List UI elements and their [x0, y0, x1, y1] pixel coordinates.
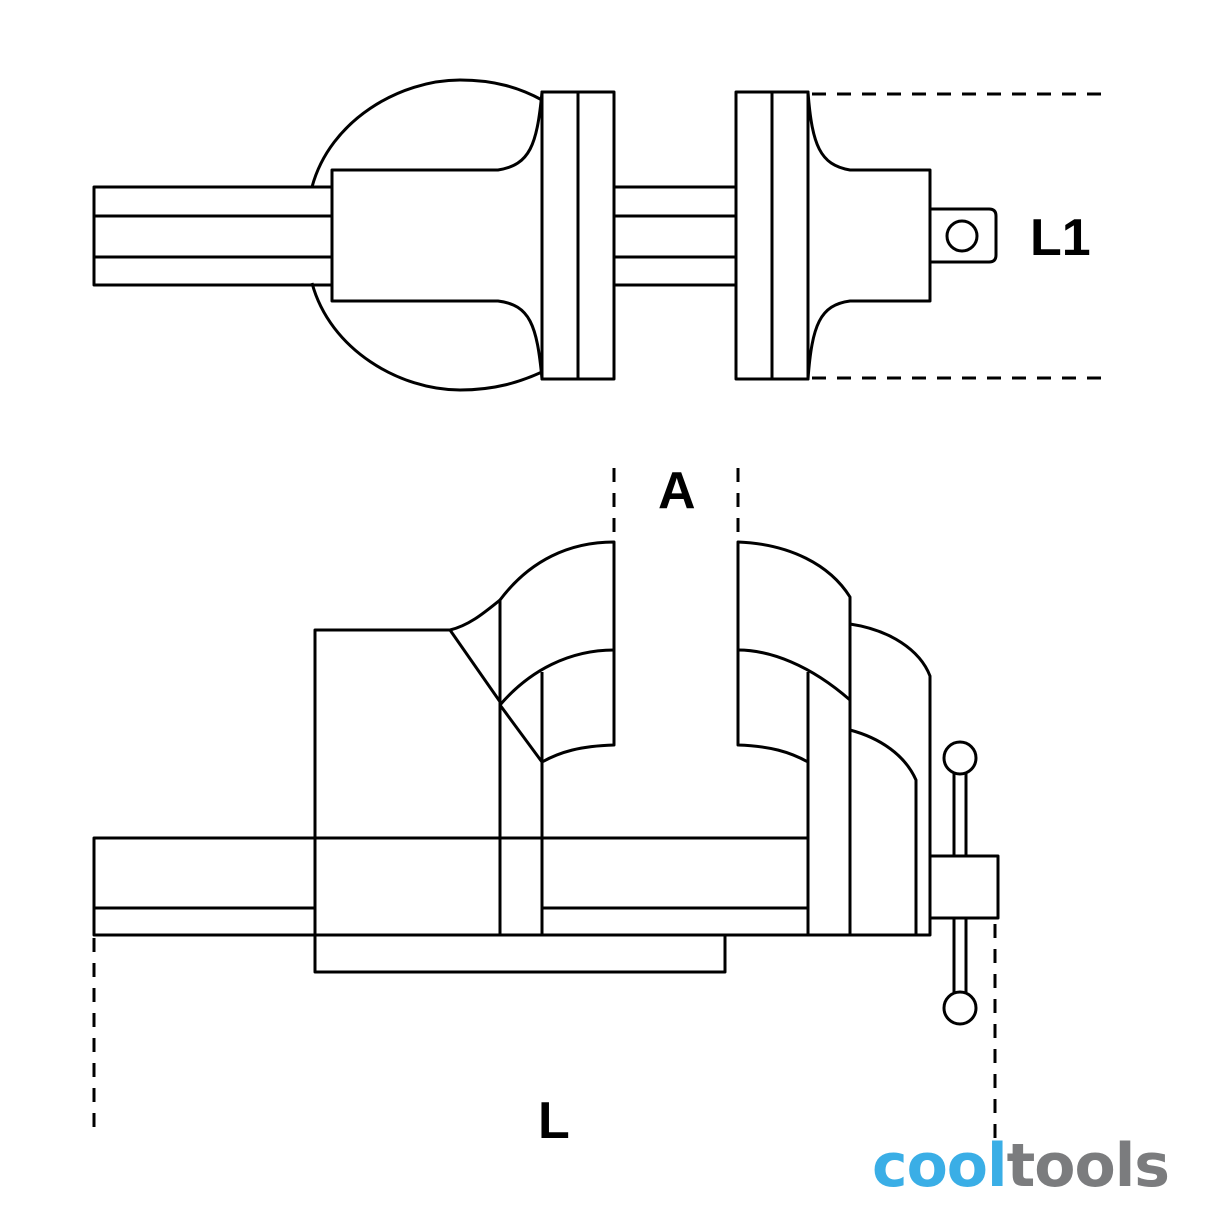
guide-bar-middle	[612, 185, 738, 287]
brand-logo: cooltools	[872, 1136, 1170, 1196]
movable-jaw-rear	[848, 622, 932, 937]
dimension-label-l: L	[538, 1092, 570, 1150]
vise-side-view: A L	[92, 462, 1000, 1150]
guide-bar-left	[92, 185, 334, 287]
dimension-label-l1: L1	[1030, 209, 1091, 267]
brand-logo-part2: tools	[1006, 1131, 1170, 1201]
fixed-jaw-body	[330, 90, 544, 381]
movable-jaw-body	[806, 90, 932, 381]
brand-logo-part1: cool	[872, 1131, 1008, 1201]
handle-knob-top	[942, 740, 978, 776]
spindle-hub	[928, 854, 1000, 920]
vise-top-view: L1	[92, 78, 1110, 392]
spindle-pin-hole	[945, 219, 979, 253]
swivel-base-disc	[310, 78, 543, 188]
handle-knob-bottom	[942, 990, 978, 1026]
dimension-label-a: A	[658, 462, 696, 520]
swivel-base-disc-lower	[310, 282, 543, 392]
fixed-jaw-housing	[313, 598, 502, 937]
base-plate	[313, 933, 727, 974]
